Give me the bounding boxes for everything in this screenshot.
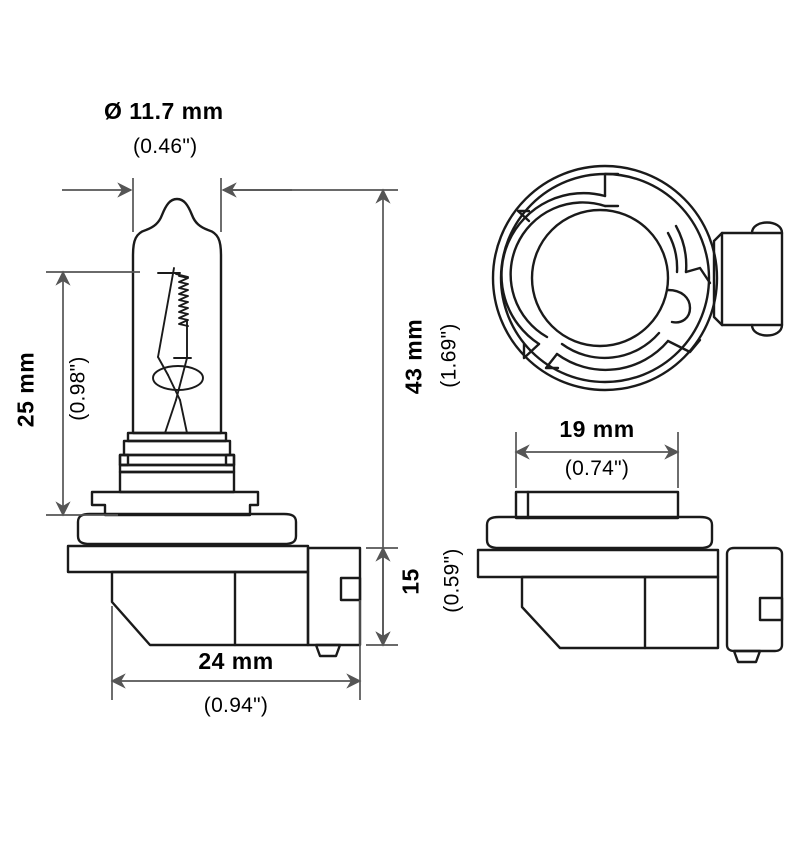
base-shoulder-step [90,490,260,517]
base-flange-plate [66,544,310,574]
base-collar-upper [122,439,232,457]
ring-band-segment-inner-lower [560,331,661,360]
side-view-connector-foot [732,649,762,664]
side-view-body [520,575,720,650]
ring-tab-bottom [544,352,560,370]
bulb-base-top-view [491,164,784,392]
ring-band-segment-upper-left [500,191,607,346]
ring-tab-left [522,342,541,360]
base-width-dimension-metric-label: 24 mm [198,648,274,674]
glass-height-dimension-metric-label: 25 mm [12,351,39,428]
ring-outer-circle [491,164,719,392]
filament-coil [178,275,189,327]
base-body [110,570,310,647]
filament-support-mid [157,356,169,376]
ring-keyway-upper [684,266,712,285]
connector-block [306,546,362,647]
ring-tab-top [603,172,620,198]
filament-coil-path [175,273,189,278]
glass-height-dimension-imperial-label: (0.98") [66,356,90,421]
diameter-dimension-imperial-label: (0.46") [133,135,198,158]
side-view-connector-block [725,546,784,653]
filament-support-lower-left [167,374,181,401]
filament-wire-right-down2 [164,399,177,434]
top-view-connector-neck [712,231,724,327]
base-height-dimension-metric-label: 15 [397,568,424,595]
getter-ellipse [152,365,204,391]
side-view-dimension-lines [514,432,680,488]
side-view-connector-notch [758,596,784,622]
base-collar-lower [118,470,236,494]
base-collar-ring-a [118,453,236,467]
top-view-connector-cap-bottom [750,323,784,337]
filament-assembly [152,267,204,434]
filament-wire-left-down [179,399,188,434]
ring-keyway-notch [666,288,692,324]
ring-tab-left-upper [516,209,531,223]
bulb-base-side-view [476,490,784,664]
glass-envelope-outline [131,197,223,435]
side-view-flange-plate [476,548,720,579]
ring-width-dimension-imperial-label: (0.74") [564,457,630,480]
base-collar-tab-right [224,453,236,467]
ring-band-segment-inner-right [666,231,679,274]
side-view-flange-curved [485,515,714,550]
filament-wire-right-down [175,357,188,401]
filament-support-left [157,267,175,358]
ring-inner-hole [530,208,670,348]
ring-band-segment-right [674,224,688,274]
ring-width-dimension-metric-label: 19 mm [559,416,635,442]
bulb-front-view [66,197,362,658]
connector-foot [314,643,342,658]
base-flange-curved [76,512,298,546]
ring-band-segment-inner-upper-left [509,201,607,339]
top-view-connector-block [720,231,784,327]
diameter-dimension-metric-label: Ø 11.7 mm [104,98,224,124]
base-collar-tab-left [118,453,130,467]
side-view-top-block [514,490,680,520]
base-width-dimension-imperial-label: (0.94") [203,694,269,717]
overall-height-dimension-imperial-label: (1.69") [437,323,461,388]
top-view-connector-cap-top [750,221,784,235]
connector-notch [339,576,362,602]
ring-keyway-lower [666,338,702,354]
base-height-dimension-imperial-label: (0.59") [440,548,464,613]
front-view-dimension-lines [46,178,398,700]
ring-band-segment-lower [555,339,670,372]
overall-height-dimension-metric-label: 43 mm [400,318,427,395]
